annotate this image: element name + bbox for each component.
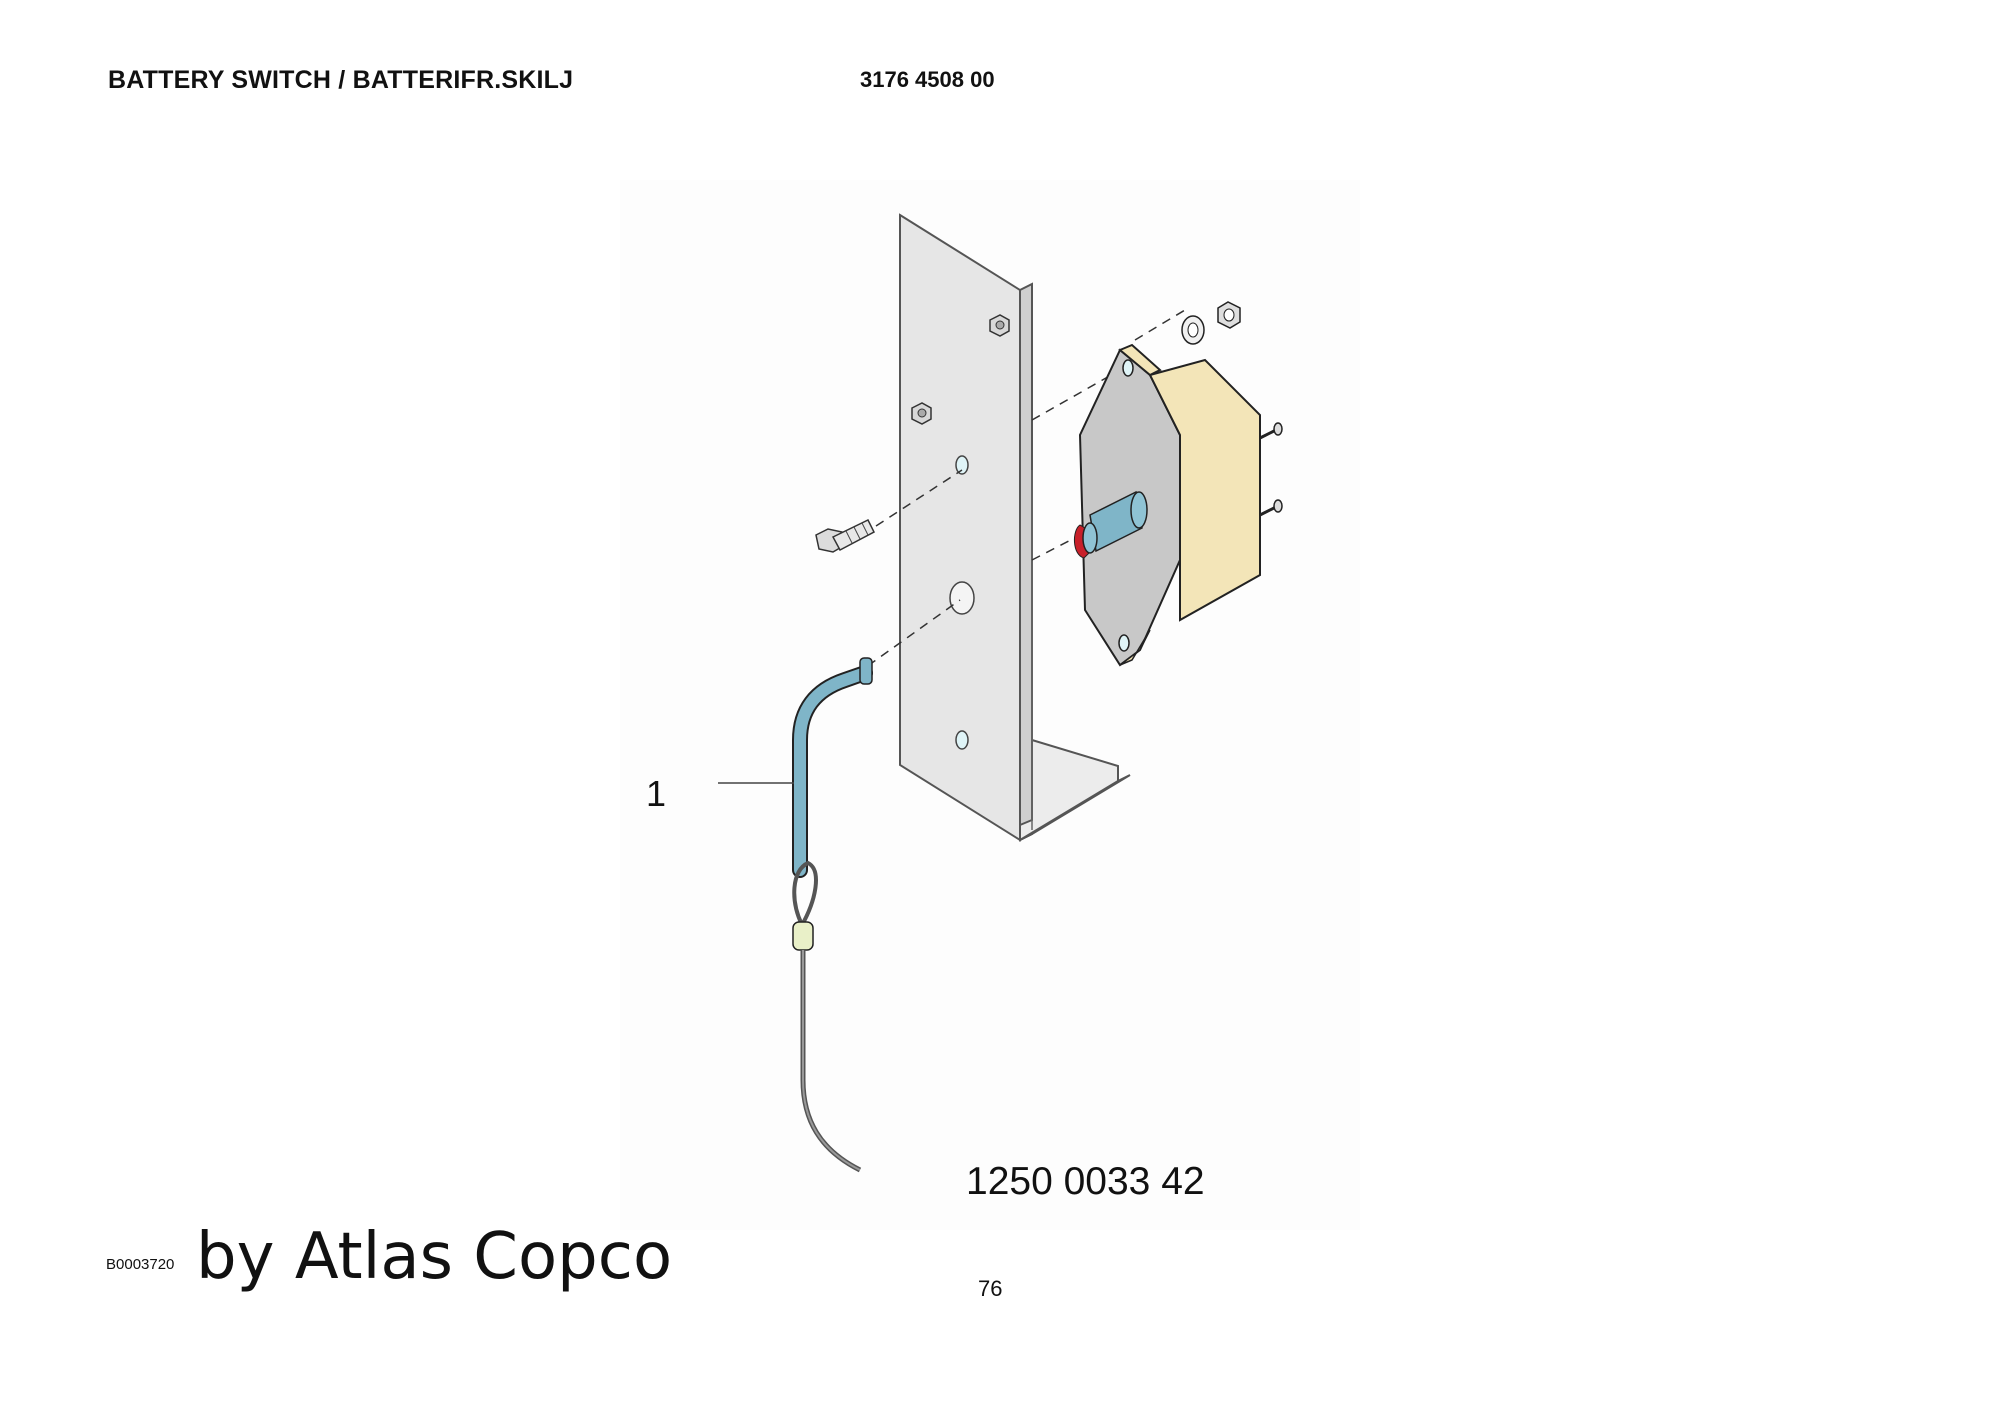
parts-illustration bbox=[620, 180, 1360, 1230]
callout-number-1: 1 bbox=[646, 773, 667, 814]
page-number: 76 bbox=[978, 1276, 1003, 1301]
lanyard-cable bbox=[792, 860, 862, 1173]
battery-switch bbox=[1074, 343, 1283, 667]
watermark-text: by Atlas Copco bbox=[196, 1220, 673, 1294]
mounting-bracket bbox=[899, 213, 1131, 842]
bolt bbox=[815, 519, 875, 553]
washer-and-nut bbox=[1181, 301, 1241, 345]
switch-handle bbox=[718, 657, 873, 878]
page-header-title: BATTERY SWITCH / BATTERIFR.SKILJ bbox=[108, 66, 574, 94]
image-code: B0003720 bbox=[106, 1256, 175, 1273]
page-header-part-number: 3176 4508 00 bbox=[860, 67, 995, 92]
illustration-part-number: 1250 0033 42 bbox=[966, 1160, 1205, 1203]
